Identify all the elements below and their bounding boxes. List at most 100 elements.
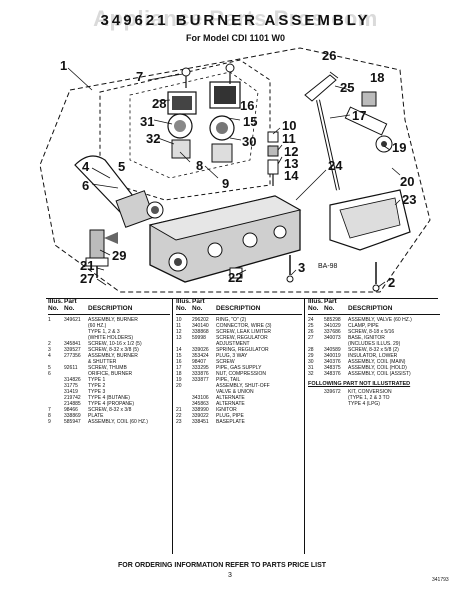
column-header: Illus. Part No. No. DESCRIPTION [176, 298, 302, 315]
page-title: 349621 BURNER ASSEMBLY [100, 12, 371, 29]
part-description: SCREW, 10-16 x 1/2 (5) [88, 341, 142, 347]
part-number: 353424 [192, 353, 209, 359]
callout-11: 11 [282, 131, 296, 146]
table-divider-1 [172, 298, 173, 554]
illus-number: 20 [176, 383, 182, 389]
part-number: 98466 [64, 407, 78, 413]
part-number: 340376 [324, 359, 341, 365]
part-description: SCREW, REGULATOR [216, 335, 268, 341]
parts-row: VALVE & UNION [176, 389, 302, 395]
part-description: PIPE, TAIL [216, 377, 241, 383]
callout-25: 25 [340, 80, 354, 95]
part-description: ASSEMBLY, VALVE (60 HZ.) [348, 317, 412, 323]
part-description: ADJUSTMENT [216, 341, 250, 347]
parts-row: ADJUSTMENT [176, 341, 302, 347]
part-number: 345863 [192, 401, 209, 407]
part-description: SCREW, 8-18 x 5/16 [348, 329, 395, 335]
part-number: 337686 [324, 329, 341, 335]
part-description: BASE, IGNITOR [348, 335, 385, 341]
part-description: TYPE 4 (LPG) [348, 401, 380, 407]
illus-number: 10 [176, 317, 182, 323]
callout-14: 14 [284, 168, 299, 183]
part-description: CONNECTOR, WIRE (3) [216, 323, 272, 329]
illus-number: 31 [308, 365, 314, 371]
illus-number: 3 [48, 347, 51, 353]
callout-24: 24 [328, 158, 343, 173]
callout-16: 16 [240, 98, 254, 113]
illus-number: 12 [176, 329, 182, 335]
illus-number: 1 [48, 317, 51, 323]
illus-number: 21 [176, 407, 182, 413]
part-description: (TYPE 1, 2 & 3 TO [348, 395, 390, 401]
parts-row: 12 338868 SCREW, LEAK LIMITER [176, 329, 302, 335]
part-number: 31775 [64, 383, 78, 389]
callout-31: 31 [140, 114, 154, 129]
illus-number: 25 [308, 323, 314, 329]
part-number: 340140 [192, 323, 209, 329]
part-number: 339026 [192, 347, 209, 353]
illus-number: 32 [308, 371, 314, 377]
illus-number: 8 [48, 413, 51, 419]
part-number: 338868 [192, 329, 209, 335]
callout-2: 2 [388, 275, 395, 290]
part-description: SCREW, 8-32 x 3/8 [88, 407, 132, 413]
part-description: SCREW, 8-32 x 5/8 (2) [348, 347, 399, 353]
leader-lines [67, 67, 401, 288]
part-description: SPRING, REGULATOR [216, 347, 269, 353]
part-description: NUT, COMPRESSION [216, 371, 267, 377]
part-number: 219742 [64, 395, 81, 401]
part-description: VALVE & UNION [216, 389, 254, 395]
parts-row: 32 348376 ASSEMBLY, COIL (ASSIST) [308, 371, 440, 377]
illus-number: 30 [308, 359, 314, 365]
callout-1: 1 [60, 58, 67, 73]
part-description: ASSEMBLY, COIL (ASSIST) [348, 371, 411, 377]
column-header: Illus. Part No. No. DESCRIPTION [308, 298, 440, 315]
part-description: ASSEMBLY, COIL (60 HZ.) [88, 419, 148, 425]
part-description: TYPE 2 [88, 383, 106, 389]
callout-19: 19 [392, 140, 406, 155]
callout-17: 17 [352, 108, 366, 123]
part-description: PIPE, GAS SUPPLY [216, 365, 262, 371]
assembly-outline [39, 47, 431, 293]
part-number: 585947 [64, 419, 81, 425]
ordering-info: FOR ORDERING INFORMATION REFER TO PARTS … [118, 562, 327, 569]
part-description: (60 HZ.) [88, 323, 107, 329]
part-description: SCREW, THUMB [88, 365, 127, 371]
callout-22: 22 [228, 270, 242, 285]
callout-32: 32 [146, 131, 160, 146]
part-description: ALTERNATE [216, 401, 245, 407]
part-description: TYPE 4 (PROPANE) [88, 401, 135, 407]
part-description: TYPE 1 [88, 377, 106, 383]
illus-number: 23 [176, 419, 182, 425]
part-number: 348376 [324, 371, 341, 377]
part-number: 348375 [324, 365, 341, 371]
callout-12: 12 [284, 144, 298, 159]
part-description: SCREW, LEAK LIMITER [216, 329, 272, 335]
callout-26: 26 [322, 48, 336, 63]
illus-number: 28 [308, 347, 314, 353]
callout-5: 5 [118, 159, 125, 174]
callout-9: 9 [222, 176, 229, 191]
part-number: 92611 [64, 365, 78, 371]
part-number: 339672 [324, 389, 341, 395]
illus-number: 18 [176, 371, 182, 377]
